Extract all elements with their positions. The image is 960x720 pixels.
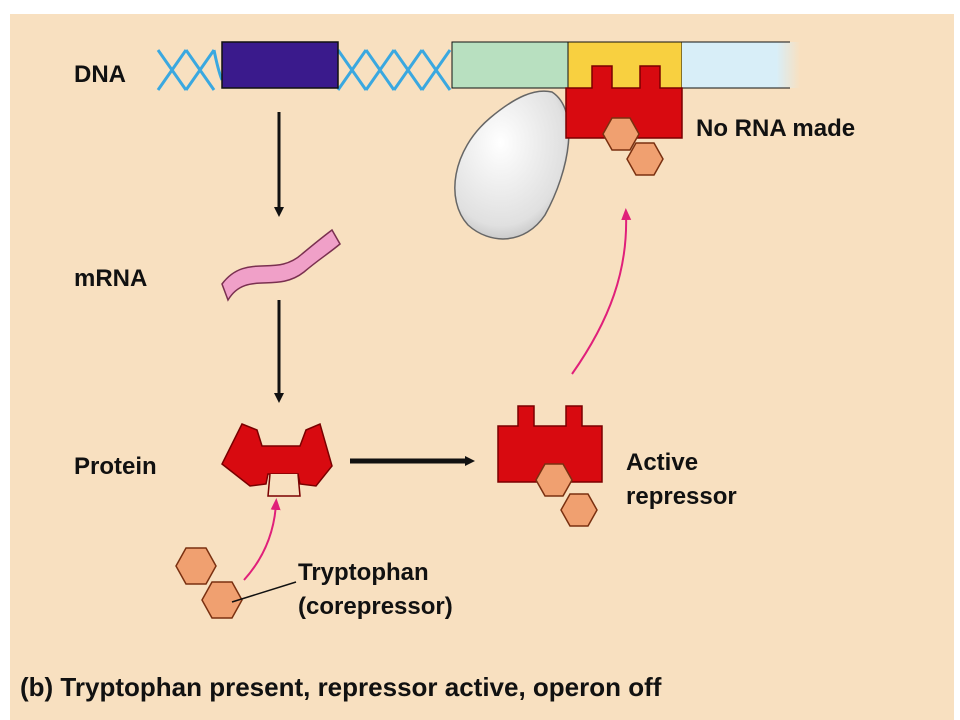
active-repressor-tryptophan-icon	[535, 463, 598, 527]
free-tryptophan-icon	[175, 547, 243, 619]
bound-tryptophan-icon	[602, 117, 664, 176]
tryptophan-pointer-line	[231, 581, 297, 603]
repressor-to-operator-arrow	[571, 208, 632, 375]
trp-genes-block	[682, 42, 800, 88]
active-repressor-protein	[497, 405, 603, 483]
tryptophan-label-line2: (corepressor)	[298, 593, 453, 620]
active-repressor-label-line1: Active	[626, 449, 698, 476]
bound-repressor	[565, 65, 683, 139]
inactive-repressor-protein	[221, 422, 333, 497]
protein-label: Protein	[74, 453, 157, 480]
binding-arrow	[243, 498, 281, 581]
mrna-strand	[221, 228, 341, 302]
dna-helix-middle	[336, 49, 452, 91]
promoter-block	[451, 41, 569, 89]
mrna-label: mRNA	[74, 265, 147, 292]
active-repressor-label-line2: repressor	[626, 483, 737, 510]
rna-polymerase	[454, 90, 570, 240]
tryptophan-label-line1: Tryptophan	[298, 559, 429, 586]
dna-label: DNA	[74, 61, 126, 88]
no-rna-made-label: No RNA made	[696, 115, 855, 142]
dna-helix-left	[156, 49, 224, 91]
caption: (b) Tryptophan present, repressor active…	[20, 672, 662, 702]
operator-block	[567, 41, 683, 89]
regulatory-gene-block	[221, 41, 339, 89]
